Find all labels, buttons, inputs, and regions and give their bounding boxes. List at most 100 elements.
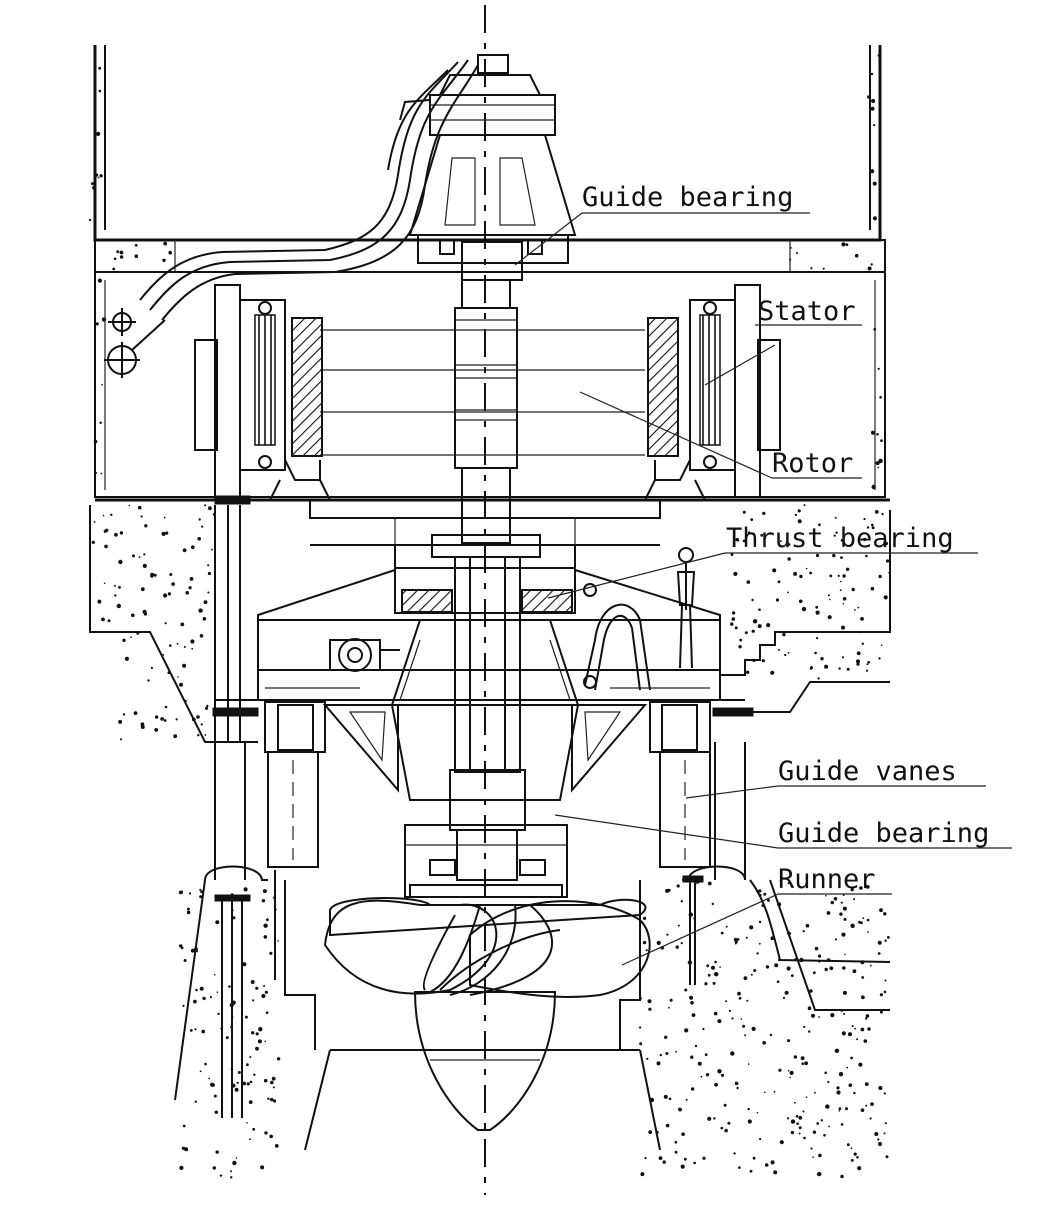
- concrete-speck: [879, 908, 883, 913]
- concrete-speck: [856, 662, 860, 666]
- concrete-speck: [820, 657, 824, 661]
- concrete-speck: [93, 521, 96, 523]
- concrete-speck: [810, 1013, 816, 1018]
- concrete-speck: [769, 1033, 773, 1037]
- concrete-speck: [723, 1103, 727, 1107]
- concrete-speck: [829, 598, 831, 601]
- concrete-speck: [865, 1017, 868, 1020]
- concrete-speck: [713, 1011, 718, 1016]
- concrete-speck: [759, 1137, 762, 1141]
- concrete-speck: [182, 663, 187, 668]
- lower-guide-bearing: [404, 824, 568, 898]
- concrete-speck: [885, 1155, 889, 1159]
- concrete-speck: [251, 1031, 255, 1035]
- concrete-speck: [836, 1090, 841, 1095]
- concrete-speck: [150, 574, 154, 578]
- concrete-speck: [774, 963, 779, 968]
- concrete-speck: [684, 988, 688, 992]
- thrust-bearing-assembly: [257, 499, 721, 801]
- concrete-speck: [843, 1013, 846, 1015]
- concrete-speck: [97, 278, 102, 283]
- concrete-speck: [261, 899, 266, 903]
- concrete-speck: [693, 1161, 696, 1165]
- concrete-speck: [758, 889, 762, 893]
- concrete-speck: [860, 617, 864, 621]
- concrete-speck: [143, 612, 147, 616]
- concrete-speck: [840, 1123, 844, 1126]
- concrete-speck: [685, 1098, 688, 1101]
- concrete-speck: [842, 574, 846, 578]
- concrete-speck: [842, 966, 846, 970]
- concrete-speck: [690, 1055, 694, 1059]
- concrete-speck: [862, 917, 865, 920]
- concrete-speck: [735, 537, 739, 542]
- concrete-speck: [118, 719, 123, 724]
- concrete-speck: [173, 734, 178, 739]
- concrete-speck: [816, 1122, 820, 1125]
- concrete-speck: [264, 1131, 268, 1135]
- concrete-speck: [253, 1073, 256, 1076]
- concrete-speck: [272, 1099, 277, 1103]
- concrete-speck: [252, 1127, 256, 1131]
- concrete-speck: [869, 964, 872, 967]
- concrete-speck: [886, 559, 890, 563]
- concrete-speck: [833, 897, 838, 901]
- concrete-speck: [787, 543, 791, 546]
- concrete-speck: [736, 1086, 739, 1090]
- concrete-speck: [199, 986, 204, 991]
- concrete-speck: [114, 532, 118, 537]
- concrete-speck: [770, 670, 775, 675]
- concrete-speck: [742, 1024, 746, 1028]
- concrete-speck: [838, 1107, 842, 1110]
- concrete-speck: [838, 1110, 841, 1112]
- concrete-speck: [271, 1076, 276, 1081]
- concrete-speck: [848, 1033, 851, 1036]
- concrete-speck: [857, 606, 860, 609]
- concrete-speck: [871, 98, 876, 104]
- concrete-speck: [274, 1144, 279, 1148]
- concrete-speck: [793, 571, 798, 576]
- concrete-speck: [730, 553, 734, 556]
- concrete-speck: [98, 66, 102, 70]
- concrete-speck: [644, 1157, 647, 1160]
- concrete-speck: [122, 713, 126, 716]
- concrete-speck: [219, 1174, 223, 1177]
- concrete-speck: [869, 1117, 872, 1120]
- concrete-speck: [803, 504, 806, 507]
- concrete-speck: [191, 545, 195, 549]
- concrete-speck: [841, 656, 845, 659]
- concrete-speck: [800, 1056, 805, 1061]
- concrete-speck: [734, 626, 738, 630]
- concrete-speck: [119, 255, 124, 259]
- generator-stator-rotor: [194, 284, 781, 501]
- concrete-speck: [753, 969, 757, 972]
- concrete-speck: [764, 1163, 769, 1167]
- concrete-speck: [872, 216, 878, 221]
- concrete-speck: [866, 663, 869, 666]
- concrete-speck: [116, 250, 120, 254]
- concrete-speck: [216, 991, 219, 993]
- concrete-speck: [877, 952, 881, 955]
- concrete-speck: [165, 531, 169, 535]
- concrete-speck: [183, 646, 186, 648]
- concrete-speck: [884, 541, 888, 546]
- concrete-speck: [706, 964, 710, 968]
- concrete-speck: [678, 1107, 682, 1112]
- concrete-speck: [742, 539, 746, 543]
- concrete-speck: [840, 1174, 844, 1179]
- concrete-speck: [805, 923, 810, 928]
- concrete-speck: [834, 516, 837, 519]
- concrete-speck: [827, 615, 832, 620]
- concrete-speck: [772, 568, 777, 573]
- concrete-speck: [784, 990, 789, 995]
- concrete-speck: [209, 996, 212, 999]
- concrete-speck: [879, 1010, 883, 1014]
- concrete-speck: [798, 599, 803, 604]
- concrete-speck: [191, 647, 194, 650]
- concrete-speck: [197, 734, 200, 737]
- concrete-speck: [263, 923, 268, 928]
- concrete-speck: [642, 940, 647, 945]
- concrete-speck: [838, 1072, 844, 1077]
- concrete-speck: [270, 1080, 274, 1085]
